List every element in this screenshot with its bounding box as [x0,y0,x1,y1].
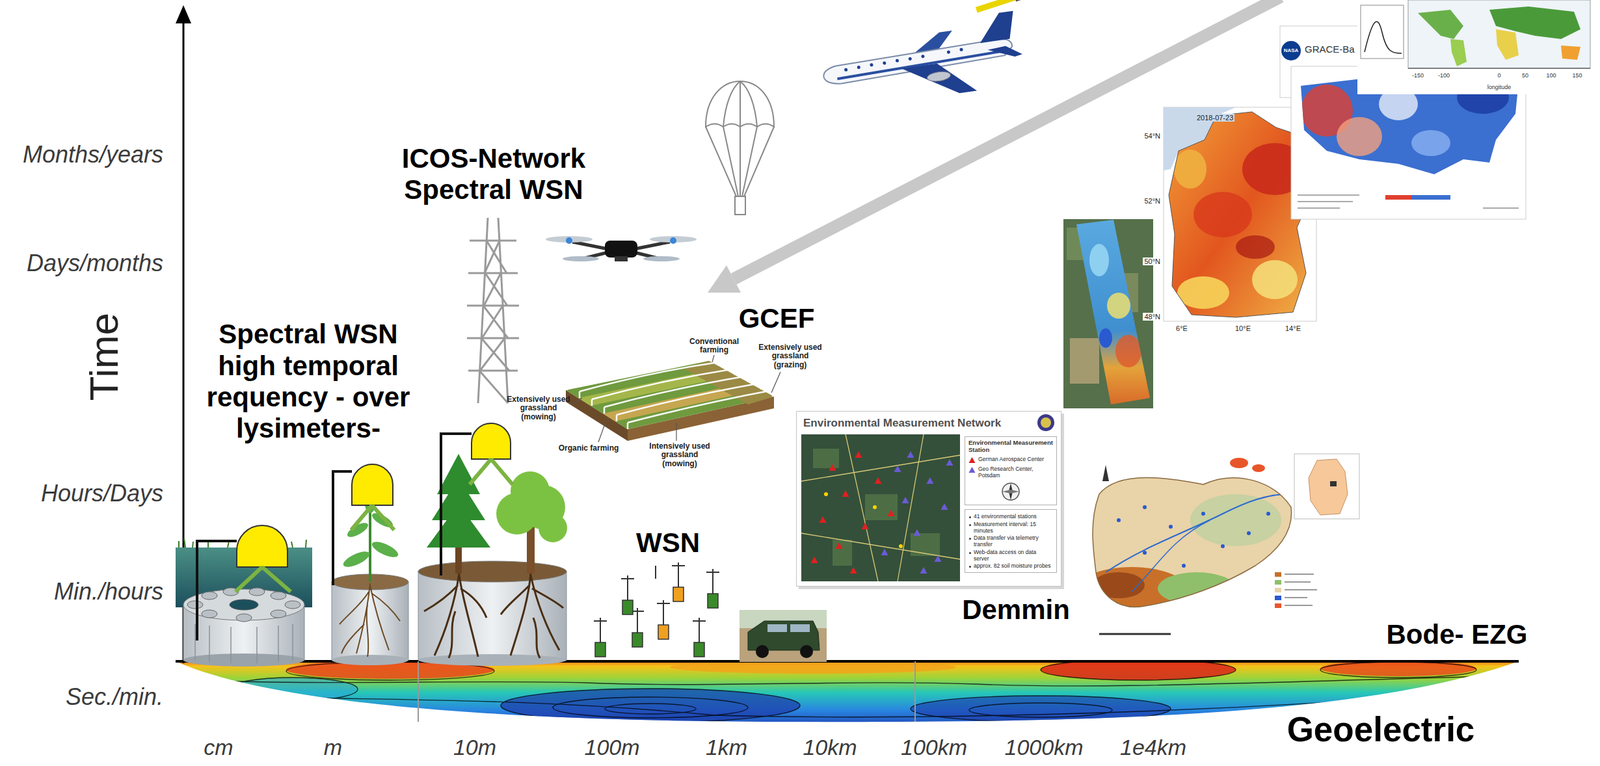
latitude-tick: 48°N [1142,312,1162,322]
axis-tick: Hours/Days [40,480,164,507]
field-vehicle [739,610,827,663]
axis-tick: 1km [705,734,748,761]
legend-text: Geo Research Center, Potsdam [978,466,1054,480]
fact-item: Data transfer via telemetry transfer [968,535,1054,549]
station-facts-box: 41 environmental stationsMeasurement int… [964,509,1057,574]
gcef-field-site [565,354,781,443]
plot-label: Extensively used grassland (mowing) [504,395,574,422]
parachute [705,81,774,215]
axis-tick: cm [203,734,233,761]
network-panel: Environmental Measurement NetworkEnviron… [796,411,1062,587]
compass-rose [1000,481,1022,503]
axis-title: longitude [1487,83,1512,91]
panel-title: GRACE-Ba [1304,43,1355,55]
method-label: Geoelectric [1287,710,1476,750]
legend-swatch [968,466,976,474]
plot-label: Extensively used grassland (grazing) [756,343,825,370]
plot-label: Conventional farming [683,337,746,355]
legend-triangle [969,466,976,473]
longitude-tick: 100 [1546,72,1556,79]
fact-item: 41 environmental stations [968,513,1054,521]
axis-tick: 100m [584,734,640,761]
axis-tick: m [323,734,343,761]
axis-tick: Days/months [26,249,164,277]
drone [545,236,697,262]
site-label: Demmin [961,594,1070,626]
axis-tick: 10km [802,734,857,761]
axis-tick: 10m [453,734,497,761]
station-legend-box: Environmental Measurement StationGerman … [964,436,1057,506]
airborne-strip [1063,219,1154,409]
longitude-tick: 14°E [1285,324,1301,334]
longitude-tick: 0 [1497,72,1501,79]
legend-text: German Aerospace Center [978,456,1044,464]
legend-row: German Aerospace Center [968,456,1054,464]
spectral-sensor [197,423,513,641]
axis-tick: 1e4km [1120,734,1187,761]
longitude-tick: 50 [1521,72,1529,79]
logo-text: NASA [1283,47,1299,54]
site-label: WSN [636,527,700,559]
site-label: ICOS-Network Spectral WSN [396,143,592,207]
world-map [1357,0,1600,95]
plot-label: Organic farming [558,444,620,454]
longitude-tick: 10°E [1235,324,1251,334]
axis-tick: Min./hours [53,578,164,605]
site-label: Spectral WSN high temporal requency - ov… [191,318,426,445]
fact-item: approx. 82 soil moisture probes [968,563,1054,570]
map-date: 2018-07-23 [1195,113,1235,123]
panel-title: Environmental Measurement Network [803,416,1055,430]
legend-swatch [968,456,976,464]
wsn-stations [593,562,720,657]
axis-tick: Months/years [22,141,164,168]
legend-triangle [969,457,976,464]
site-label: Bode- EZG [1386,619,1528,651]
latitude-tick: 50°N [1142,257,1162,267]
longitude-tick: -150 [1412,72,1424,79]
fact-item: Measurement interval: 15 minutes [968,521,1054,535]
plant-lysimeter [331,494,409,666]
flux-tower [466,217,520,404]
latitude-tick: 54°N [1142,132,1162,141]
satellite-part [974,0,1022,15]
axis-tick: Sec./min. [65,683,164,711]
longitude-tick: -100 [1438,72,1450,79]
demmin-panel-art [796,411,1065,590]
fact-item: Web-data access on data server [968,549,1054,563]
airplane [818,10,1027,112]
longitude-tick: 6°E [1175,324,1188,334]
bode-catchment-map [1073,453,1368,643]
longitude-tick: 150 [1572,72,1582,79]
latitude-tick: 52°N [1142,197,1162,206]
box-title: Environmental Measurement Station [968,439,1054,454]
axis-tick: 100km [900,734,968,761]
legend-row: Geo Research Center, Potsdam [968,466,1054,480]
site-label: GCEF [738,303,815,335]
axis-tick: 1000km [1004,734,1084,761]
axis-title: Time [80,312,127,401]
plot-label: Intensively used grassland (mowing) [645,442,715,469]
